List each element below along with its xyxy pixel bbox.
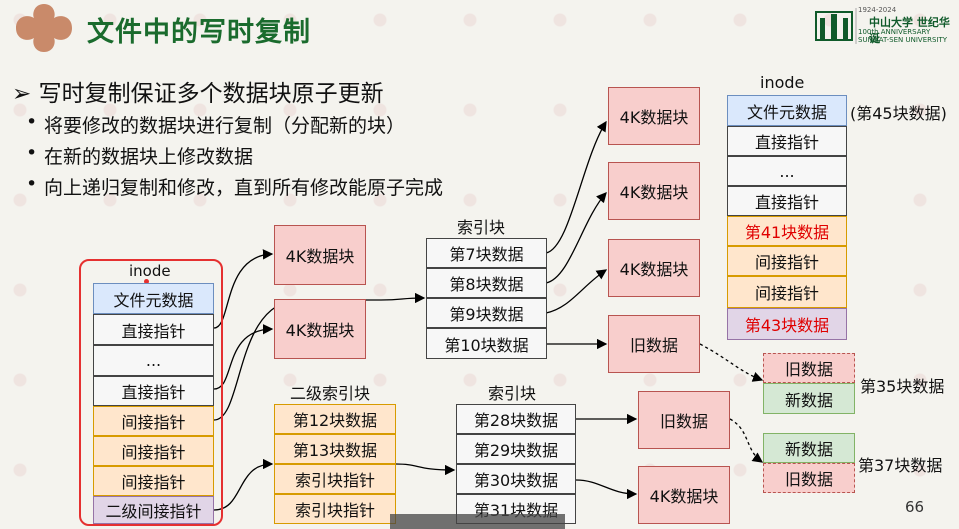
left-inode-cell: 间接指针 [93,436,214,466]
main-bullet: ➢ 写时复制保证多个数据块原子更新 [12,74,384,108]
block35-cell: 新数据 [763,383,855,414]
left-inode-highlight [79,259,223,526]
arrow-bullet-icon: ➢ [12,81,32,107]
second-index-cell: 第12块数据 [274,404,396,434]
data-block-4k: 4K数据块 [274,225,366,285]
right-inode-cell: ... [727,156,847,186]
block37-cell: 新数据 [763,433,855,463]
main-bullet-text: 写时复制保证多个数据块原子更新 [38,81,384,107]
data-block-4k: 4K数据块 [274,299,366,359]
data-block-4k: 4K数据块 [608,239,700,297]
sub-bullet-3: 向上递归复制和修改，直到所有修改能原子完成 [26,173,443,200]
block37-cell: 旧数据 [763,463,855,493]
right-inode-cell: 第43块数据 [727,308,847,340]
sub-bullet-2: 在新的数据块上修改数据 [26,142,253,169]
old-data-block: 旧数据 [638,391,730,449]
left-inode-cell: 文件元数据 [93,283,214,314]
left-inode-cell: 直接指针 [93,376,214,406]
data-block-4k: 4K数据块 [608,87,700,145]
right-inode-cell: 间接指针 [727,276,847,308]
index-block-2-cell: 第28块数据 [456,404,576,434]
second-index-label: 二级索引块 [290,384,371,403]
second-index-cell: 第13块数据 [274,434,396,464]
university-english: 100th ANNIVERSARY SUN YAT-SEN UNIVERSITY [858,28,947,44]
anniversary-text: 100th ANNIVERSARY [858,28,931,36]
left-inode-cell: 直接指针 [93,314,214,345]
red-dot-marker [144,279,149,284]
university-name: 中山大学 世纪华诞 [869,16,950,45]
page-title: 文件中的写时复制 [87,17,311,48]
index-block-1-cell: 第10块数据 [426,328,547,359]
right-inode-cell: 文件元数据 [727,95,847,126]
second-index-cell: 索引块指针 [274,464,396,494]
sub-bullet-1: 将要修改的数据块进行复制（分配新的块） [26,111,405,138]
right-inode-cell: 第41块数据 [727,216,847,246]
english-name: SUN YAT-SEN UNIVERSITY [858,36,948,44]
second-index-cell: 索引块指针 [274,494,396,524]
page-number: 66 [905,498,925,516]
university-years: 1924-2024 [858,6,897,14]
left-inode-label: inode [129,262,171,280]
old-data-block: 旧数据 [608,315,700,373]
data-block-4k: 4K数据块 [638,466,730,524]
index-block-2-cell: 第30块数据 [456,464,576,494]
block35-label: 第35块数据 [860,377,945,396]
right-inode-cell: 直接指针 [727,186,847,216]
block35-cell: 旧数据 [763,353,855,383]
left-inode-cell: 间接指针 [93,406,214,436]
left-inode-cell: ... [93,345,214,376]
index-block-1-cell: 第7块数据 [426,238,547,268]
university-logo-icon [815,8,857,44]
right-inode-side-label: (第45块数据) [850,104,947,123]
quatrefoil-logo-icon [16,4,72,52]
index-block-2-cell: 第29块数据 [456,434,576,464]
index-block-1-cell: 第9块数据 [426,298,547,328]
left-inode-cell: 二级间接指针 [93,496,214,524]
block37-label: 第37块数据 [858,456,943,475]
data-block-4k: 4K数据块 [608,162,700,220]
right-inode-label: inode [760,73,805,92]
left-inode-cell: 间接指针 [93,466,214,496]
index-block-2-label: 索引块 [488,384,537,403]
index-block-1-cell: 第8块数据 [426,268,547,298]
right-inode-cell: 间接指针 [727,246,847,276]
right-inode-cell: 直接指针 [727,126,847,156]
player-control-bar[interactable] [390,514,565,529]
index-block-1-label: 索引块 [457,218,506,237]
